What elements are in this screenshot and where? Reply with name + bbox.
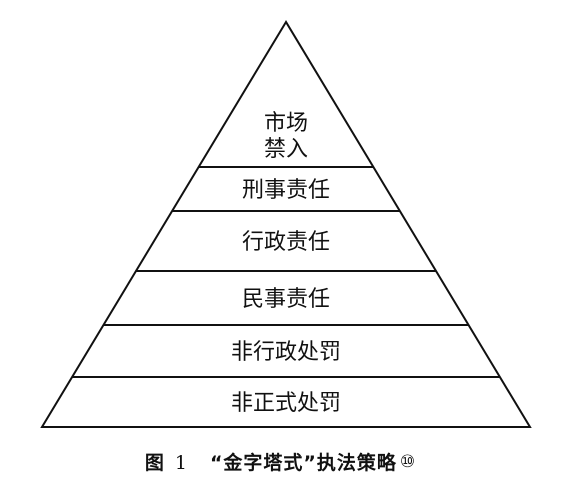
tier-label-line: 非正式处罚 [231, 391, 341, 416]
tier-label-2: 刑事责任 [242, 178, 330, 203]
tier-label-line: 市场 [264, 111, 308, 136]
tier-label-3: 行政责任 [242, 230, 330, 255]
tier-label-5: 非行政处罚 [231, 340, 341, 365]
caption-title: “金字塔式”执法策略 [209, 452, 397, 474]
tier-label-line: 非行政处罚 [231, 340, 341, 365]
tier-label-line: 民事责任 [242, 287, 330, 312]
tier-label-line: 禁入 [264, 137, 308, 162]
pyramid-outline [40, 20, 532, 428]
caption-figure-label: 图 [144, 452, 165, 474]
tier-label-4: 民事责任 [242, 287, 330, 312]
tier-label-6: 非正式处罚 [231, 391, 341, 416]
tier-dividers [72, 166, 500, 378]
tier-label-line: 刑事责任 [242, 178, 330, 203]
caption-figure-number: 1 [174, 452, 188, 474]
caption-reference-mark: ⑩ [399, 452, 417, 472]
tier-label-1: 市场禁入 [264, 111, 308, 162]
tier-label-line: 行政责任 [242, 230, 330, 255]
